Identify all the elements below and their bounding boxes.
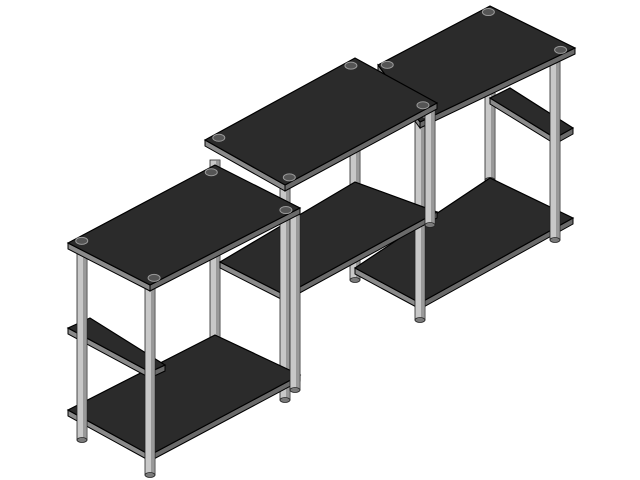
shelf-middle-top-leg-cap: [416, 101, 430, 110]
leg-left-front-left-foot: [76, 437, 88, 443]
leg-right-side-foot: [549, 237, 561, 243]
shelf-right-top-leg-cap: [481, 8, 495, 17]
leg-middle-front-foot: [279, 397, 291, 403]
leg-left-front-left-shade: [83, 250, 87, 440]
shelf-middle-top-leg-cap: [212, 133, 226, 142]
leg-middle-back-shade: [356, 70, 360, 280]
leg-middle-back-foot: [349, 277, 361, 283]
leg-left-front-right-shade: [151, 288, 155, 475]
leg-left-front-right-foot: [144, 472, 156, 478]
shelf-left-top: [66, 164, 302, 286]
shelf-right-top-leg-cap: [554, 45, 568, 54]
leg-right-side-shade: [556, 50, 560, 240]
shelf-right-middle: [488, 87, 575, 139]
leg-middle-right-foot: [424, 222, 436, 228]
shelf-middle-top: [203, 57, 439, 186]
shelf-left-top-leg-cap: [279, 206, 293, 215]
shelf-left-top-leg-cap: [204, 168, 218, 177]
shelf-right-bottom: [353, 177, 575, 304]
leg-middle-right-shade: [431, 105, 435, 225]
shelf-middle-bottom: [218, 181, 439, 296]
leg-left-back-right-shade: [296, 215, 300, 390]
leg-left-back-right-foot: [289, 387, 301, 393]
shelf-middle-top-leg-cap: [282, 173, 296, 182]
shelf-left-top-leg-cap: [75, 236, 89, 245]
leg-right-front-foot: [414, 317, 426, 323]
shelf-left-top-leg-cap: [147, 273, 161, 282]
shelf-right-top-leg-cap: [380, 60, 394, 69]
leg-middle-front-shade: [286, 185, 290, 400]
shelf-middle-top-leg-cap: [344, 61, 358, 70]
